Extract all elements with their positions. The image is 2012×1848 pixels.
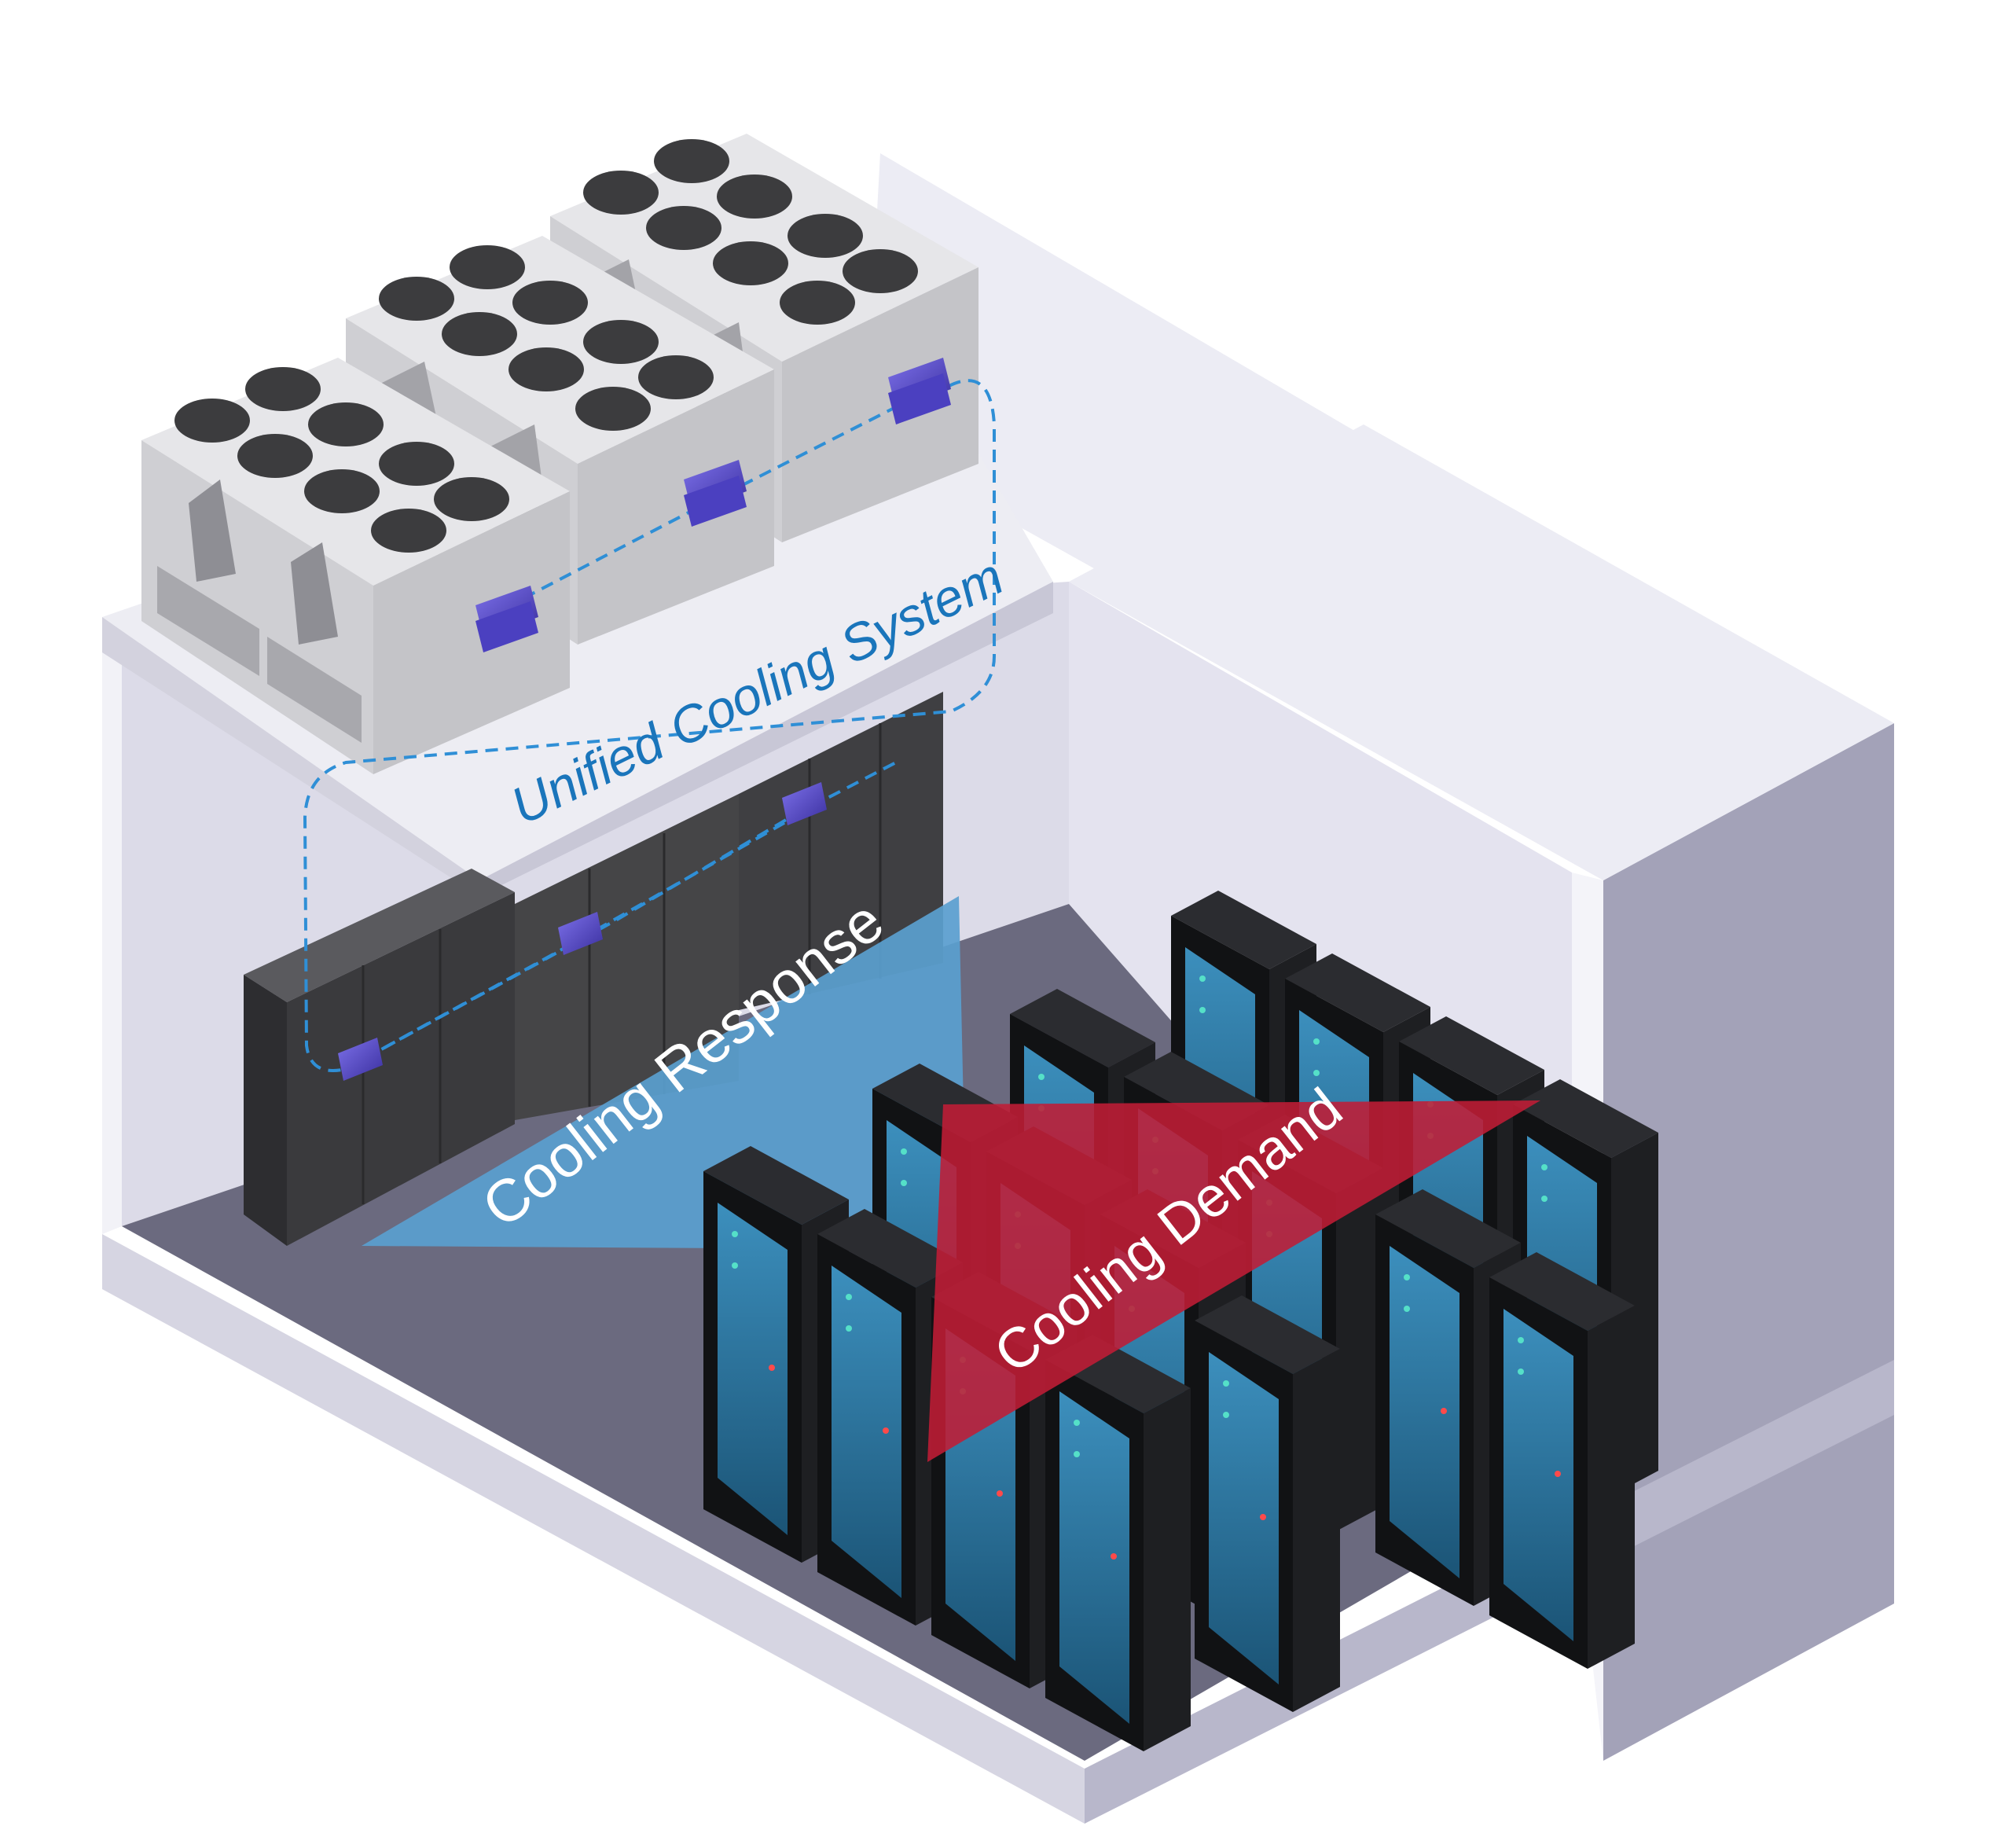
- controller-icon: [782, 782, 827, 825]
- cooling-demand-arrow: [927, 1100, 1540, 1462]
- server-rack: [1195, 1295, 1340, 1712]
- controller-icon: [684, 460, 747, 527]
- server-rack: [1045, 1335, 1191, 1751]
- chillers: [141, 134, 978, 774]
- cooling-response-arrow: [362, 896, 967, 1250]
- floor-edge-front: [102, 1234, 1085, 1824]
- chiller-fans: [174, 139, 918, 553]
- controller-icon: [338, 1038, 383, 1081]
- platform-side: [479, 582, 1053, 896]
- platform-front: [102, 617, 479, 896]
- left-wall-face: [102, 645, 122, 1234]
- network-link: [303, 379, 996, 1072]
- server-rack: [817, 1209, 963, 1626]
- controller-icon: [888, 358, 951, 424]
- server-rack: [1489, 1252, 1635, 1669]
- cooling-demand-indicator: Cooling Demand: [927, 1076, 1540, 1462]
- controller-icon: [558, 912, 603, 955]
- right-wall-top: [1069, 424, 1894, 880]
- crah-units: [244, 692, 943, 1246]
- controller-icon: [475, 586, 538, 652]
